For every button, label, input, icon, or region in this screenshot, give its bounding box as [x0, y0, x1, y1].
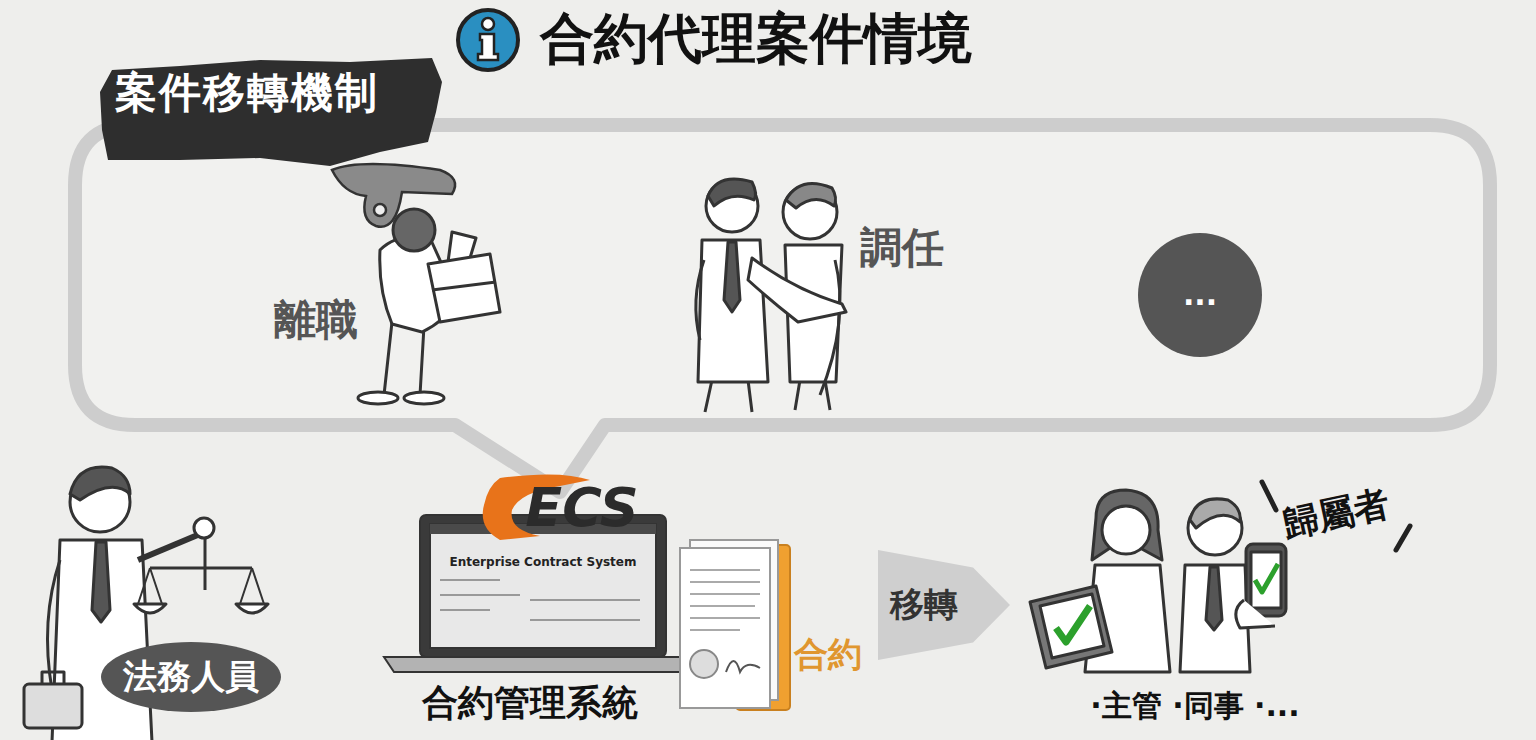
legal-figure-part: [194, 518, 214, 538]
transfer-figures-part: [748, 258, 846, 322]
contract-documents-part: [680, 548, 770, 708]
info-icon: [458, 10, 518, 70]
document-label: 合約: [794, 635, 862, 674]
resigning-figure-part: [404, 392, 444, 404]
pointing-hand-part: [374, 204, 386, 216]
owner-figures-part: [1255, 564, 1278, 592]
transfer-figures: [696, 179, 846, 412]
diagram-title: 合約代理案件情境: [540, 8, 972, 70]
resigning-figure-part: [432, 282, 496, 290]
transfer-figures-part: [724, 242, 740, 312]
contract-documents: [680, 540, 790, 710]
laptop-part: [384, 657, 702, 672]
resigning-figure-part: [384, 322, 424, 395]
speech-bubble: [75, 125, 1490, 492]
emphasis-slashes-part: [1396, 526, 1410, 550]
transfer-figures-part: [820, 260, 840, 395]
legal-figure-part: [24, 684, 82, 728]
transfer-figures-part: [786, 184, 836, 208]
owner-figures-part: [1246, 544, 1286, 616]
legal-figure-part: [150, 567, 252, 570]
emphasis-slashes: [1262, 482, 1410, 550]
owner-figures-part: [1236, 600, 1275, 628]
owner-figures-part: [1251, 552, 1281, 608]
owner-label: 歸屬者: [1279, 483, 1393, 546]
owner-figures-part: [1056, 606, 1090, 642]
legal-figure-part: [70, 467, 130, 500]
resigning-figure-part: [358, 392, 398, 404]
laptop-part: [430, 524, 656, 648]
more-circle: ...: [1138, 233, 1262, 357]
transfer-figures-part: [706, 180, 758, 232]
legal-figure-part: [42, 672, 64, 684]
transfer-arrow: 移轉: [878, 550, 1010, 660]
node-label: ...: [1183, 278, 1217, 313]
pointing-hand-part: [332, 164, 455, 227]
speech-bubble-part: [75, 125, 1490, 492]
resigning-figure: [358, 209, 500, 404]
owner-figures: [1030, 490, 1286, 672]
role-oval: 法務人員: [101, 642, 281, 712]
owner-figures-part: [1030, 586, 1112, 668]
transfer-figures-part: [696, 260, 704, 340]
info-icon-part: [458, 10, 518, 70]
owner-figures-part: [1092, 490, 1162, 560]
legal-figure-part: [92, 542, 110, 622]
system-caption: 合約管理系統: [422, 682, 638, 723]
contract-documents-part: [726, 661, 760, 672]
legal-figure-part: [236, 604, 268, 613]
owner-figures-part: [1206, 567, 1222, 630]
logo-text: ECS: [525, 477, 638, 539]
legal-figure-part: [138, 568, 264, 604]
contract-documents-part: [690, 650, 718, 678]
resigning-figure-part: [428, 254, 500, 322]
laptop-part: [440, 580, 640, 620]
info-icon-part: [478, 34, 498, 60]
owner-figures-part: [1102, 506, 1150, 554]
emphasis-slashes-part: [1262, 482, 1276, 510]
node-label: 移轉: [890, 585, 958, 624]
legal-figure-part: [138, 534, 200, 560]
arrow-shape: [878, 550, 1010, 660]
mechanism-bubble: 案件移轉機制...: [75, 125, 1490, 425]
torn-tag-part: [100, 58, 442, 166]
transfer-figures-part: [708, 179, 756, 206]
legal-figure-part: [134, 604, 166, 613]
event-label: 離職: [274, 296, 358, 344]
section-heading: 案件移轉機制: [115, 69, 379, 117]
node-label: 法務人員: [123, 657, 259, 696]
legal-figure-part: [204, 538, 207, 590]
transfer-figures-part: [705, 380, 752, 412]
circle-shape: [1138, 233, 1262, 357]
oval-shape: [101, 642, 281, 712]
contract-documents-part: [690, 570, 760, 630]
event-label: 調任: [860, 224, 944, 272]
owner-figures-part: [1190, 499, 1240, 528]
torn-tag: [100, 58, 442, 166]
owner-list: ·主管 ·同事 ·...: [1090, 689, 1299, 724]
logo-subtitle: Enterprise Contract System: [447, 555, 640, 571]
pointing-hand: [332, 164, 455, 227]
info-icon-part: [482, 18, 494, 30]
owner-figures-part: [1040, 594, 1104, 658]
resigning-figure-part: [393, 209, 435, 251]
